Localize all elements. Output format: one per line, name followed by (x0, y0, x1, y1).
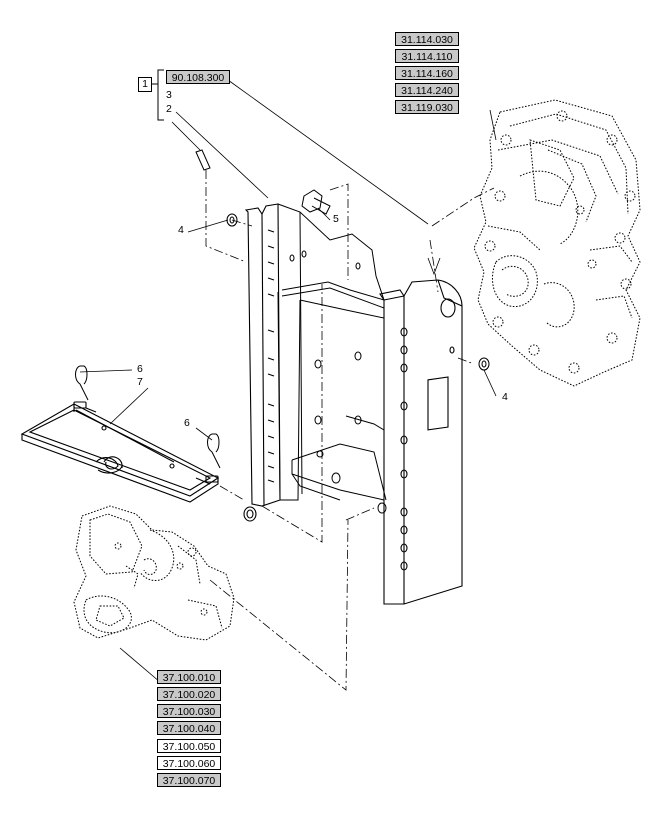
hitch-frame-back-plate (277, 203, 387, 514)
linch-pin-top (75, 365, 89, 401)
hitch-ref-5[interactable]: 37.100.050 (157, 739, 221, 753)
hitch-ref-6[interactable]: 37.100.060 (157, 756, 221, 770)
kit-reference-box[interactable]: 90.108.300 (166, 70, 230, 84)
bolt (301, 189, 331, 215)
kit-sub-item-3: 3 (166, 89, 172, 101)
callout-item-6-mid: 6 (184, 417, 190, 429)
right-upright-plate (379, 279, 463, 605)
transmission-ref-3[interactable]: 31.114.160 (395, 66, 459, 80)
transmission-ref-4[interactable]: 31.114.240 (395, 83, 459, 97)
transmission-housing (473, 99, 641, 387)
linch-pin-mid (207, 433, 221, 469)
kit-sub-item-2: 2 (166, 103, 172, 115)
cover-plate (20, 401, 220, 503)
hitch-ref-3[interactable]: 37.100.030 (157, 704, 221, 718)
callout-item-5: 5 (333, 213, 339, 225)
hitch-ref-4[interactable]: 37.100.040 (157, 721, 221, 735)
washer-right (478, 357, 490, 371)
left-upright-rack (243, 203, 281, 522)
hitch-ref-2[interactable]: 37.100.020 (157, 687, 221, 701)
callout-item-6-top: 6 (137, 363, 143, 375)
transmission-ref-2[interactable]: 31.114.110 (395, 49, 459, 63)
trailer-hitch (73, 505, 235, 641)
hitch-ref-7[interactable]: 37.100.070 (157, 773, 221, 787)
roll-pin (195, 149, 211, 171)
transmission-ref-1[interactable]: 31.114.030 (395, 32, 459, 46)
hitch-ref-1[interactable]: 37.100.010 (157, 670, 221, 684)
kit-number-box: 1 (138, 77, 152, 92)
leader-lines (79, 79, 497, 683)
callout-item-4-left: 4 (178, 224, 184, 236)
assembly-axes (205, 170, 495, 691)
transmission-ref-5[interactable]: 31.119.030 (395, 100, 459, 114)
callout-item-7: 7 (137, 376, 143, 388)
callout-item-4-right: 4 (502, 391, 508, 403)
kit-bracket (152, 69, 164, 121)
